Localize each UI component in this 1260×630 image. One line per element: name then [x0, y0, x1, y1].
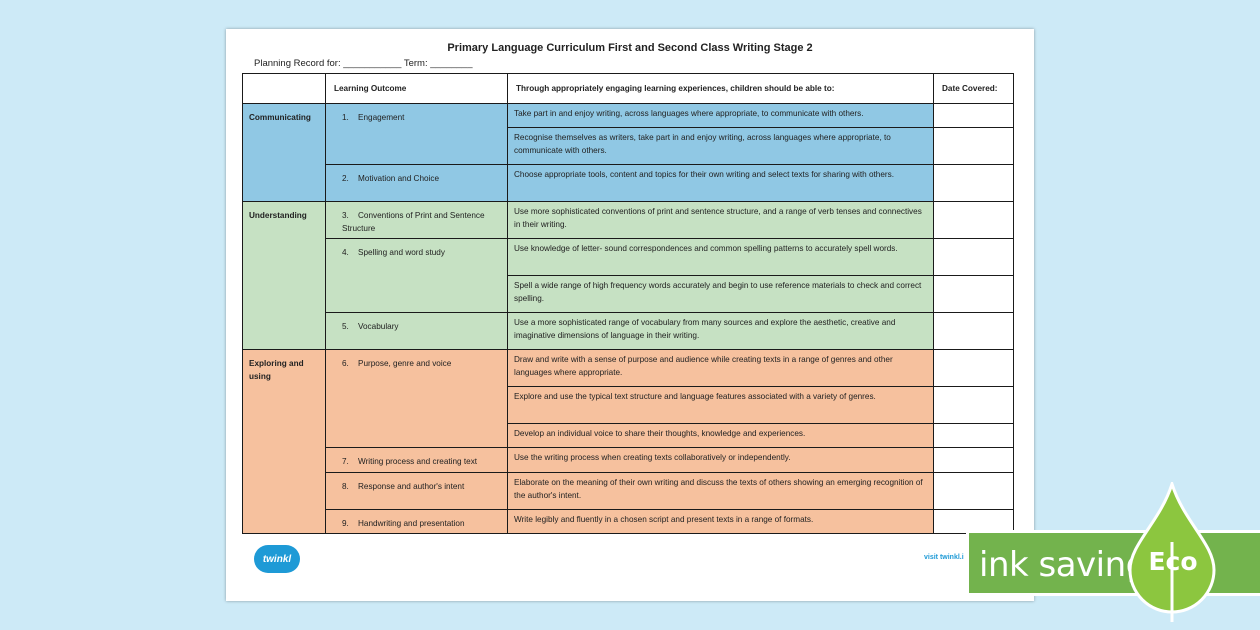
header-date-covered: Date Covered:: [933, 73, 1014, 104]
outcome-cell: 6. Purpose, genre and voice: [325, 349, 508, 448]
objective-cell: Develop an individual voice to share the…: [507, 423, 934, 448]
header-learning-outcome: Learning Outcome: [325, 73, 508, 104]
table-row: 9. Handwriting and presentation Write leg…: [243, 509, 1014, 534]
outcome-cell: 9. Handwriting and presentation: [325, 509, 508, 534]
objective-cell: Use the writing process when creating te…: [507, 447, 934, 473]
date-covered-cell[interactable]: [933, 386, 1014, 424]
curriculum-table: Learning Outcome Through appropriately e…: [242, 73, 1014, 534]
table-row: Understanding 3.Conventions of Print and…: [242, 201, 1014, 350]
outcome-cell: 2. Motivation and Choice: [325, 164, 508, 202]
outcome-label: Spelling and word study: [358, 248, 445, 257]
ink-saving-banner: ink saving: [966, 530, 1260, 596]
table-header-row: Learning Outcome Through appropriately e…: [242, 73, 1014, 104]
table-row: Exploring and using 6. Purpose, genre and…: [242, 349, 1014, 534]
outcome-cell: 5. Vocabulary: [325, 312, 508, 350]
strand-understanding: Understanding: [242, 201, 326, 350]
outcome-label: Writing process and creating text: [358, 457, 478, 466]
table-row: 2. Motivation and Choice Choose appropria…: [243, 164, 1014, 202]
objective-cell: Choose appropriate tools, content and to…: [507, 164, 934, 202]
table-row: Recognise themselves as writers, take pa…: [243, 127, 1014, 165]
document-title: Primary Language Curriculum First and Se…: [447, 42, 813, 54]
strand-communicating: Communicating: [242, 103, 326, 202]
outcome-label: Engagement: [358, 113, 405, 122]
table-row: Communicating 1. Engagement Take part in …: [242, 103, 1014, 202]
header-strand: [242, 73, 326, 104]
eco-leaf-drop-icon: [1128, 482, 1216, 622]
outcome-cell: 7. Writing process and creating text: [325, 447, 508, 473]
objective-cell: Use more sophisticated conventions of pr…: [507, 201, 934, 239]
outcome-number: 3.: [342, 211, 349, 220]
outcome-label: Response and author's intent: [358, 482, 465, 491]
eco-label: Eco: [1148, 547, 1198, 576]
objective-cell: Use knowledge of letter- sound correspon…: [507, 238, 934, 276]
objective-cell: Explore and use the typical text structu…: [507, 386, 934, 424]
twinkl-logo[interactable]: twinkl: [254, 545, 300, 573]
table-row: 4. Spelling and word study Use knowledge …: [243, 238, 1014, 313]
date-covered-cell[interactable]: [933, 238, 1014, 276]
date-covered-cell[interactable]: [933, 312, 1014, 350]
planning-record-line: Planning Record for: ___________ Term: _…: [254, 58, 473, 69]
table-row: 7. Writing process and creating text Use …: [243, 447, 1014, 473]
objective-cell: Use a more sophisticated range of vocabu…: [507, 312, 934, 350]
objective-cell: Draw and write with a sense of purpose a…: [507, 349, 934, 387]
header-experiences: Through appropriately engaging learning …: [507, 73, 934, 104]
twinkl-website-link[interactable]: visit twinkl.i: [924, 554, 964, 561]
worksheet-page: Primary Language Curriculum First and Se…: [226, 29, 1034, 601]
table-row: 5. Vocabulary Use a more sophisticated ra…: [243, 312, 1014, 350]
outcome-cell: 4. Spelling and word study: [325, 238, 508, 313]
outcome-label: Purpose, genre and voice: [358, 359, 452, 368]
outcome-number: 2.: [342, 174, 349, 183]
date-covered-cell[interactable]: [933, 127, 1014, 165]
outcome-number: 8.: [342, 482, 349, 491]
outcome-cell: 1. Engagement: [325, 103, 508, 165]
outcome-label: Motivation and Choice: [358, 174, 440, 183]
outcome-number: 4.: [342, 248, 349, 257]
date-covered-cell[interactable]: [933, 509, 1014, 534]
outcome-number: 9.: [342, 519, 349, 528]
outcome-label: Handwriting and presentation: [358, 519, 465, 528]
date-covered-cell[interactable]: [933, 275, 1014, 313]
strand-exploring-and-using: Exploring and using: [242, 349, 326, 534]
objective-cell: Elaborate on the meaning of their own wr…: [507, 472, 934, 510]
ink-saving-text: ink saving: [979, 545, 1147, 585]
date-covered-cell[interactable]: [933, 423, 1014, 448]
objective-cell: Spell a wide range of high frequency wor…: [507, 275, 934, 313]
date-covered-cell[interactable]: [933, 349, 1014, 387]
outcome-number: 6.: [342, 359, 349, 368]
outcome-label: Vocabulary: [358, 322, 399, 331]
table-row: Spell a wide range of high frequency wor…: [243, 275, 1014, 313]
objective-cell: Take part in and enjoy writing, across l…: [507, 103, 934, 128]
objective-cell: Recognise themselves as writers, take pa…: [507, 127, 934, 165]
outcome-number: 7.: [342, 457, 349, 466]
outcome-number: 5.: [342, 322, 349, 331]
date-covered-cell[interactable]: [933, 472, 1014, 510]
date-covered-cell[interactable]: [933, 103, 1014, 128]
outcome-number: 1.: [342, 113, 349, 122]
outcome-cell: 3.Conventions of Print and Sentence Stru…: [325, 201, 508, 239]
date-covered-cell[interactable]: [933, 447, 1014, 473]
table-row: Explore and use the typical text structu…: [243, 386, 1014, 424]
date-covered-cell[interactable]: [933, 201, 1014, 239]
objective-cell: Write legibly and fluently in a chosen s…: [507, 509, 934, 534]
outcome-label: Conventions of Print and Sentence Struct…: [342, 211, 485, 233]
outcome-cell: 8. Response and author's intent: [325, 472, 508, 510]
table-row: 8. Response and author's intent Elaborate…: [243, 472, 1014, 510]
date-covered-cell[interactable]: [933, 164, 1014, 202]
